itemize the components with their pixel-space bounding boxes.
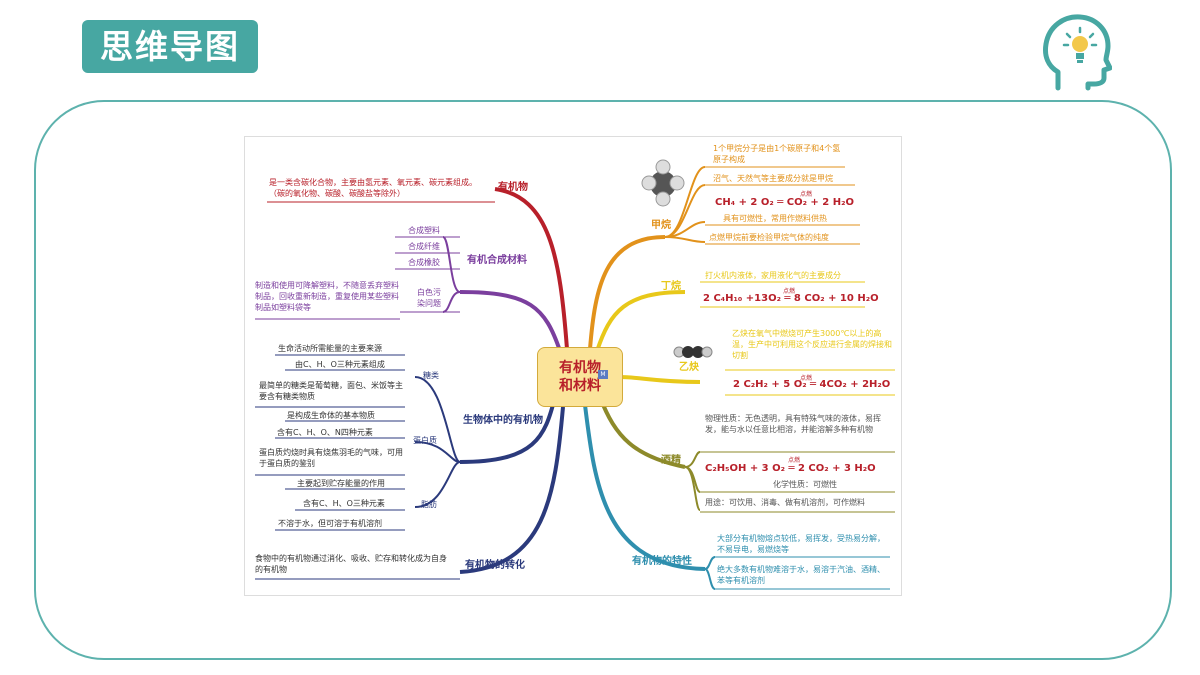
protein-item: 是构成生命体的基本物质 [287, 411, 375, 420]
sugar-label: 糖类 [423, 371, 439, 380]
alcohol-item: 化学性质：可燃性 [773, 480, 837, 489]
fat-item: 主要起到贮存能量的作用 [297, 479, 385, 488]
sugar-item: 生命活动所需能量的主要来源 [278, 344, 382, 353]
acetylene-molecule-icon [673, 346, 713, 358]
properties-item: 绝大多数有机物难溶于水，易溶于汽油、酒精、苯等有机溶剂 [717, 565, 885, 585]
methane-condition: 点燃 [800, 191, 813, 198]
acetylene-label: 乙炔 [679, 362, 699, 373]
protein-label: 蛋白质 [413, 436, 437, 445]
fat-item: 含有C、H、O三种元素 [303, 499, 385, 508]
organic-desc: 是一类含碳化合物，主要由氢元素、氧元素、碳元素组成。（碳的氧化物、碳酸、碳酸盐等… [269, 178, 477, 198]
fat-label: 脂肪 [421, 500, 437, 509]
alcohol-label: 酒精 [661, 455, 681, 466]
methane-item: 1个甲烷分子是由1个碳原子和4个氢原子构成 [713, 144, 841, 164]
butane-condition: 点燃 [783, 288, 796, 295]
organic-label: 有机物 [498, 182, 528, 193]
butane-item: 打火机内液体，家用液化气的主要成分 [705, 271, 841, 280]
mindmap-image: 有机物 和材料 M 是一类含碳化合物，主要由氢元素、氧元素、碳元素组成。（碳的氧… [244, 136, 902, 596]
fat-item: 不溶于水，但可溶于有机溶剂 [278, 519, 382, 528]
page-title: 思维导图 [82, 20, 258, 73]
sugar-item: 最简单的糖类是葡萄糖，面包、米饭等主要含有糖类物质 [259, 381, 403, 401]
alcohol-condition: 点燃 [788, 457, 801, 464]
methane-item: 沼气、天然气等主要成分就是甲烷 [713, 174, 833, 183]
acetylene-condition: 点燃 [800, 375, 813, 382]
note-icon: M [598, 370, 608, 379]
methane-label: 甲烷 [651, 220, 671, 231]
pollution-desc: 制造和使用可降解塑料，不随意丢弃塑料制品，回收重新制造，重复使用某些塑料制品如塑… [255, 281, 399, 312]
butane-equation: 2 C₄H₁₀ +13O₂ ═ 8 CO₂ + 10 H₂O [703, 293, 879, 304]
transform-desc: 食物中的有机物通过消化、吸收、贮存和转化成为自身的有机物 [255, 554, 447, 574]
pollution-label: 白色污染问题 [417, 288, 441, 308]
synthetic-item: 合成橡胶 [408, 258, 440, 267]
synthetic-item: 合成塑料 [408, 226, 440, 235]
bio-label: 生物体中的有机物 [463, 415, 543, 426]
mindmap-branches [255, 159, 895, 590]
alcohol-item: 用途：可饮用、消毒、做有机溶剂，可作燃料 [705, 498, 865, 507]
properties-item: 大部分有机物熔点较低，易挥发，受热易分解，不易导电，易燃烧等 [717, 534, 885, 554]
properties-label: 有机物的特性 [632, 556, 692, 567]
acetylene-equation: 2 C₂H₂ + 5 O₂ ═ 4CO₂ + 2H₂O [733, 379, 891, 390]
alcohol-item: 物理性质：无色透明，具有特殊气味的液体，易挥发，能与水以任意比相溶，并能溶解多种… [705, 414, 881, 434]
methane-equation: CH₄ + 2 O₂ ═ CO₂ + 2 H₂O [715, 197, 854, 208]
synthetic-label: 有机合成材料 [467, 255, 527, 266]
protein-item: 含有C、H、O、N四种元素 [277, 428, 373, 437]
methane-item: 点燃甲烷前要检验甲烷气体的纯度 [709, 233, 829, 242]
acetylene-item: 乙炔在氧气中燃烧可产生3000℃以上的高温，生产中可利用这个反应进行金属的焊接和… [732, 329, 892, 360]
sugar-item: 由C、H、O三种元素组成 [295, 360, 385, 369]
synthetic-item: 合成纤维 [408, 242, 440, 251]
methane-molecule-icon [641, 159, 685, 207]
butane-label: 丁烷 [661, 281, 681, 292]
protein-item: 蛋白质灼烧时具有烧焦羽毛的气味，可用于蛋白质的鉴别 [259, 448, 403, 468]
center-node: 有机物 和材料 [537, 347, 623, 407]
alcohol-equation: C₂H₅OH + 3 O₂ ═ 2 CO₂ + 3 H₂O [705, 463, 876, 474]
transform-label: 有机物的转化 [465, 560, 525, 571]
head-lightbulb-icon [1043, 14, 1112, 91]
methane-item: 具有可燃性，常用作燃料供热 [723, 214, 827, 223]
